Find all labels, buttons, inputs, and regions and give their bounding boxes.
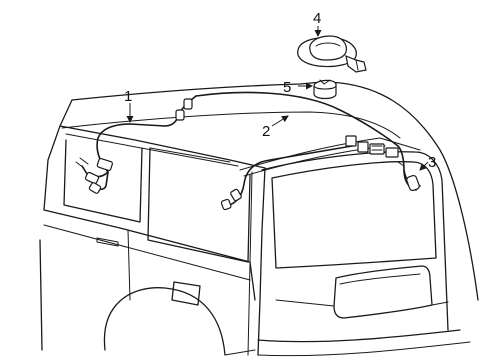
leader-lines — [126, 26, 429, 171]
callout-4: 4 — [313, 10, 321, 27]
antenna-base-part — [297, 35, 367, 73]
rear-connector — [345, 135, 399, 158]
grommet-part — [313, 79, 337, 100]
right-cable-end — [397, 161, 420, 192]
callout-3: 3 — [428, 154, 436, 171]
callout-2: 2 — [262, 123, 270, 140]
antenna-cable — [81, 91, 421, 207]
vehicle-body — [39, 81, 479, 357]
callout-5: 5 — [283, 79, 291, 96]
cable-clips — [175, 98, 242, 211]
callout-1: 1 — [124, 88, 132, 105]
front-connector — [75, 157, 113, 194]
